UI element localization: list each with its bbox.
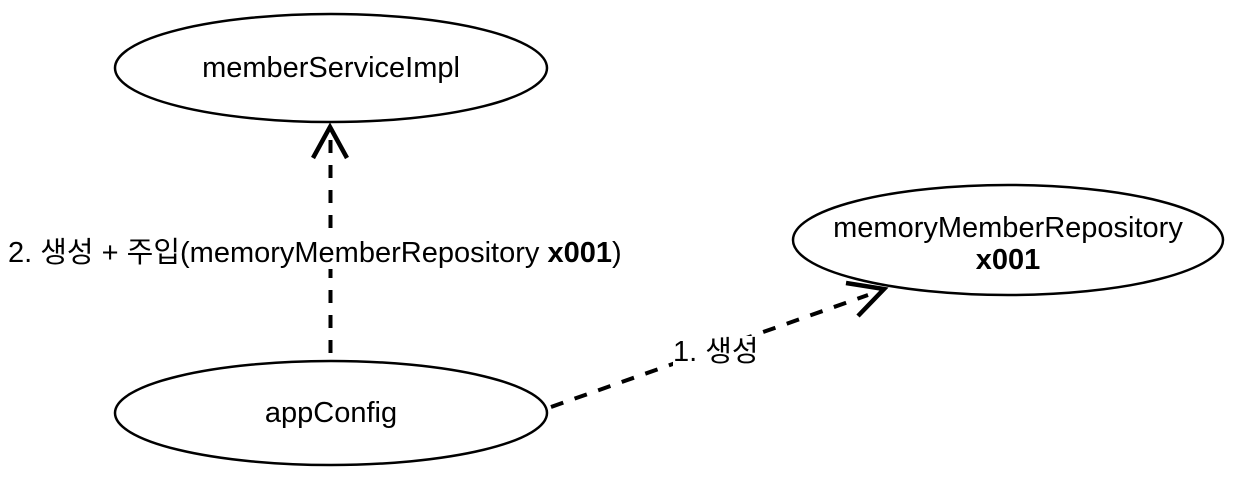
- edge-label-create: 1. 생성: [673, 336, 759, 368]
- node-label-app-config: appConfig: [264, 397, 398, 429]
- node-label-memory-member-repository: memoryMemberRepository x001: [788, 212, 1228, 276]
- edge-label-create-inject: 2. 생성 + 주입(memoryMemberRepository x001): [8, 237, 622, 269]
- edge-label-create-inject-instance: x001: [547, 237, 612, 269]
- node-label-member-service-impl: memberServiceImpl: [202, 52, 460, 84]
- edge-create-line: [550, 293, 869, 409]
- node-label-memory-member-repository-instance: x001: [975, 244, 1041, 276]
- node-label-memory-member-repository-name: memoryMemberRepository: [833, 212, 1183, 244]
- memory-member-repository-ellipse: [791, 183, 1225, 297]
- arrowhead-up-icon: [311, 122, 349, 160]
- arrowhead-upright-icon: [845, 280, 889, 318]
- app-config-ellipse: [113, 359, 549, 467]
- edge-label-create-inject-suffix: ): [611, 237, 622, 269]
- edge-label-create-inject-prefix: 2. 생성 + 주입(memoryMemberRepository: [8, 237, 548, 269]
- member-service-impl-ellipse: [113, 12, 549, 124]
